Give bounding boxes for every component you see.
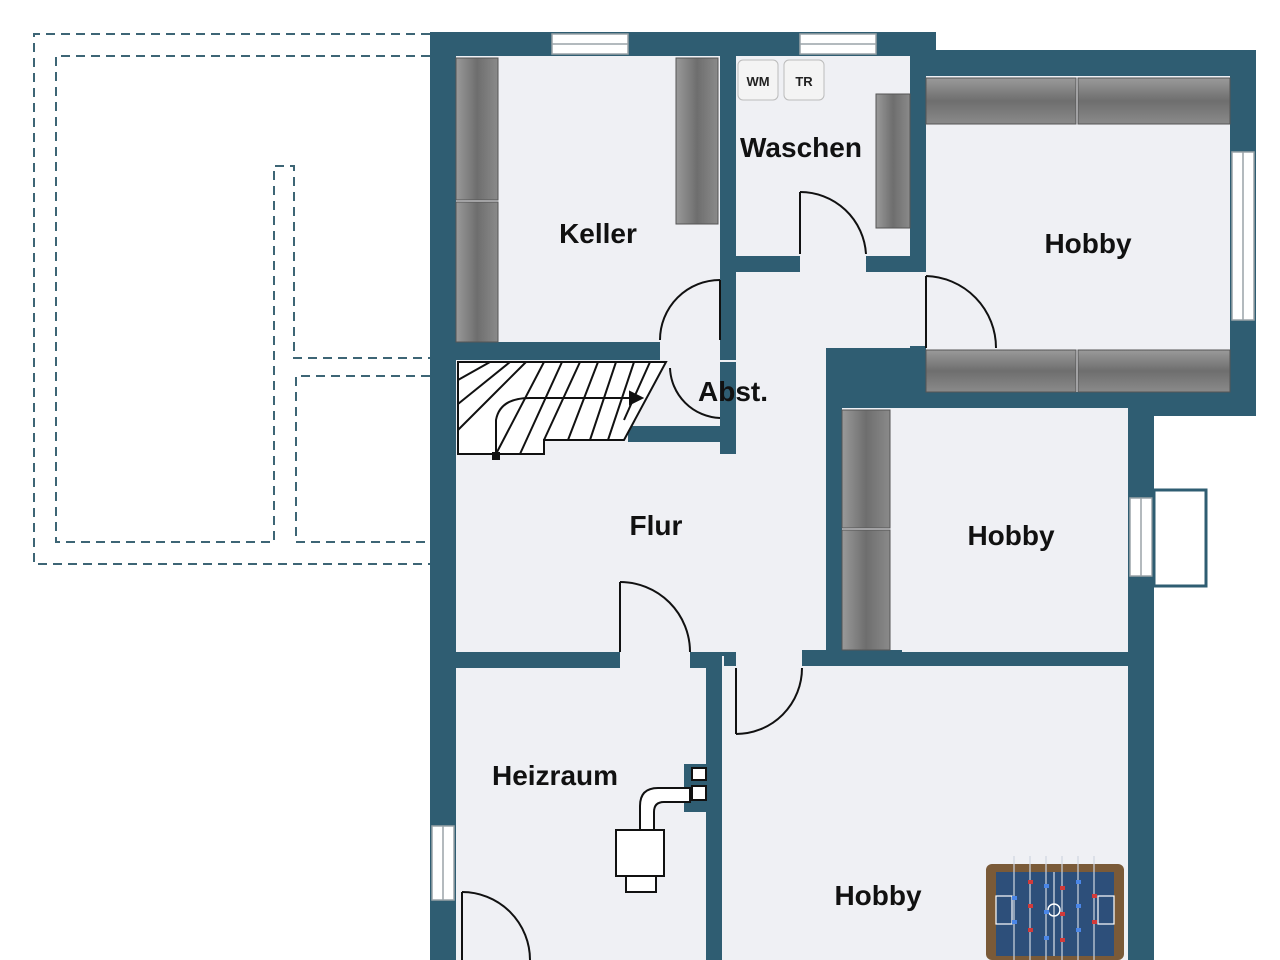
exterior-box: [1152, 488, 1208, 588]
cabinet-icon: [1077, 349, 1231, 393]
room-label-hobby-ne: Hobby: [1044, 228, 1132, 259]
cabinet-icon: [925, 349, 1077, 393]
cabinet-icon: [455, 201, 499, 343]
cabinet-icon: [841, 529, 891, 651]
door-swing-icon: [925, 275, 997, 349]
cabinet-icon: [1077, 77, 1231, 125]
dryer-icon: [783, 59, 825, 101]
door-swings: [461, 190, 997, 960]
door-openings: [460, 254, 996, 960]
room-label-hobby-s: Hobby: [834, 880, 922, 911]
floor-heizraum: [456, 668, 706, 960]
cabinet-icon: [841, 409, 891, 529]
windows: [431, 33, 1255, 901]
inner-walls: [456, 256, 926, 960]
floor-hobby-ne: [926, 76, 1230, 392]
room-label-flur: Flur: [630, 510, 683, 541]
floor-flur: [456, 454, 826, 652]
room-label-hobby-e: Hobby: [967, 520, 1055, 551]
dryer-label: TR: [795, 74, 813, 89]
room-label-abst: Abst.: [698, 376, 768, 407]
room-label-waschen: Waschen: [740, 132, 862, 163]
room-labels: Keller Waschen Hobby Abst. Flur Hobby He…: [492, 132, 1132, 911]
door-swing-icon: [735, 667, 803, 735]
cabinet-icon: [675, 57, 719, 225]
washer-icon: [737, 59, 779, 101]
room-label-heizraum: Heizraum: [492, 760, 618, 791]
appliances: WM TR: [737, 59, 825, 101]
cabinet-icon: [925, 77, 1077, 125]
door-swing-icon: [669, 367, 721, 419]
cabinets: [455, 57, 1231, 651]
cabinet-icon: [875, 93, 911, 229]
door-swing-icon: [619, 581, 691, 653]
washer-label: WM: [746, 74, 769, 89]
door-swing-icon: [799, 190, 867, 255]
foosball-table-icon: [986, 856, 1124, 960]
door-swing-icon: [461, 891, 531, 960]
door-swing-icon: [659, 279, 721, 341]
room-label-keller: Keller: [559, 218, 637, 249]
stair-icon: [457, 361, 668, 460]
heater-icon: [615, 764, 707, 893]
cabinet-icon: [455, 57, 499, 201]
